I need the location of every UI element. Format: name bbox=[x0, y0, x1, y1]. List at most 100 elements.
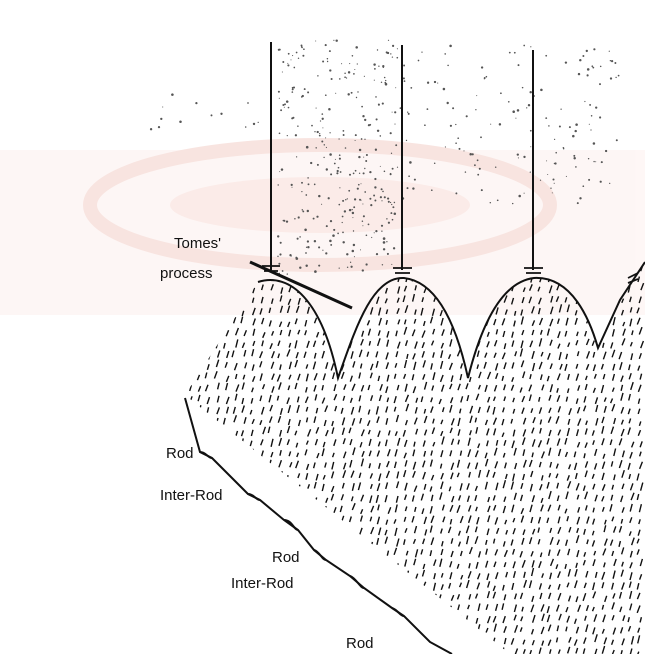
hatch-stroke bbox=[612, 640, 614, 645]
speckle-dot bbox=[353, 244, 355, 246]
hatch-stroke bbox=[323, 617, 326, 623]
hatch-stroke bbox=[479, 470, 481, 478]
hatch-stroke bbox=[423, 360, 425, 367]
hatch-stroke bbox=[459, 495, 461, 500]
hatch-stroke bbox=[188, 541, 190, 547]
hatch-stroke bbox=[611, 342, 613, 348]
hatch-stroke bbox=[524, 460, 527, 468]
speckle-dot bbox=[331, 78, 333, 80]
speckle-dot bbox=[421, 51, 422, 52]
hatch-stroke bbox=[613, 388, 615, 392]
hatch-stroke bbox=[412, 516, 414, 522]
hatch-stroke bbox=[503, 453, 505, 458]
hatch-stroke bbox=[207, 563, 209, 569]
hatch-stroke bbox=[504, 594, 506, 600]
speckle-dot bbox=[545, 55, 547, 57]
hatch-stroke bbox=[287, 540, 289, 546]
hatch-stroke bbox=[295, 539, 296, 544]
speckle-dot bbox=[283, 220, 285, 222]
hatch-stroke bbox=[224, 487, 225, 492]
hatch-stroke bbox=[505, 520, 507, 524]
hatch-stroke bbox=[377, 517, 379, 525]
speckle-dot bbox=[299, 236, 301, 238]
hatch-stroke bbox=[423, 582, 425, 587]
hatch-stroke bbox=[583, 593, 586, 601]
hatch-stroke bbox=[198, 619, 200, 624]
hatch-stroke bbox=[621, 407, 623, 413]
hatch-stroke bbox=[316, 586, 317, 591]
speckle-dot bbox=[548, 125, 550, 127]
speckle-dot bbox=[316, 216, 318, 218]
hatch-stroke bbox=[361, 339, 364, 345]
speckle-dot bbox=[588, 179, 590, 181]
hatch-stroke bbox=[405, 320, 406, 325]
speckle-dot bbox=[609, 183, 610, 184]
speckle-dot bbox=[427, 82, 429, 84]
hatch-stroke bbox=[342, 647, 344, 654]
hatch-stroke bbox=[460, 627, 463, 634]
hatch-stroke bbox=[252, 419, 254, 424]
hatch-stroke bbox=[236, 385, 239, 392]
enamel-rod-hatching bbox=[178, 261, 645, 654]
hatch-stroke bbox=[288, 495, 290, 500]
hatch-stroke bbox=[611, 461, 612, 466]
hatch-stroke bbox=[335, 351, 337, 358]
hatch-stroke bbox=[494, 624, 496, 632]
hatch-stroke bbox=[244, 636, 247, 643]
speckle-dot bbox=[593, 161, 594, 162]
hatch-stroke bbox=[370, 496, 372, 503]
hatch-stroke bbox=[515, 594, 517, 600]
hatch-stroke bbox=[289, 362, 291, 369]
hatch-stroke bbox=[406, 404, 408, 411]
hatch-stroke bbox=[578, 442, 580, 447]
hatch-stroke bbox=[251, 430, 253, 436]
speckle-dot bbox=[280, 109, 282, 111]
hatch-stroke bbox=[299, 495, 301, 502]
speckle-dot bbox=[573, 157, 575, 159]
hatch-stroke bbox=[503, 408, 505, 413]
speckle-dot bbox=[326, 225, 328, 227]
speckle-dot bbox=[374, 200, 376, 202]
hatch-stroke bbox=[269, 563, 270, 568]
hatch-stroke bbox=[441, 343, 443, 348]
hatch-stroke bbox=[424, 409, 425, 414]
hatch-stroke bbox=[592, 540, 594, 546]
hatch-stroke bbox=[494, 397, 496, 401]
hatch-stroke bbox=[295, 431, 297, 435]
hatch-stroke bbox=[406, 395, 409, 402]
hatch-stroke bbox=[190, 385, 192, 391]
hatch-stroke bbox=[358, 616, 360, 621]
hatch-stroke bbox=[315, 353, 316, 359]
hatch-stroke bbox=[416, 586, 417, 590]
hatch-stroke bbox=[550, 384, 552, 392]
hatch-stroke bbox=[269, 493, 271, 499]
hatch-stroke bbox=[576, 648, 578, 653]
watermark-seal bbox=[0, 145, 645, 315]
hatch-stroke bbox=[388, 449, 391, 456]
hatch-stroke bbox=[215, 317, 217, 323]
speckle-dot bbox=[330, 173, 332, 175]
hatch-stroke bbox=[341, 516, 343, 523]
hatch-stroke bbox=[614, 418, 616, 424]
hatch-stroke bbox=[388, 561, 390, 566]
hatch-stroke bbox=[432, 626, 434, 633]
speckle-dot bbox=[376, 253, 378, 255]
hatch-stroke bbox=[325, 572, 326, 578]
hatch-stroke bbox=[315, 439, 317, 445]
speckle-dot bbox=[403, 77, 405, 79]
speckle-dot bbox=[595, 106, 597, 108]
hatch-stroke bbox=[350, 517, 352, 523]
hatch-stroke bbox=[476, 562, 478, 569]
hatch-stroke bbox=[513, 528, 515, 534]
hatch-stroke bbox=[575, 318, 577, 325]
hatch-stroke bbox=[197, 628, 199, 633]
hatch-stroke bbox=[422, 351, 424, 357]
hatch-stroke bbox=[578, 605, 581, 612]
hatch-stroke bbox=[236, 505, 238, 511]
hatch-stroke bbox=[469, 505, 471, 511]
speckle-dot bbox=[381, 225, 383, 227]
speckle-dot bbox=[344, 76, 346, 78]
speckle-dot bbox=[322, 250, 323, 251]
hatch-stroke bbox=[593, 352, 594, 358]
hatch-stroke bbox=[566, 607, 568, 612]
